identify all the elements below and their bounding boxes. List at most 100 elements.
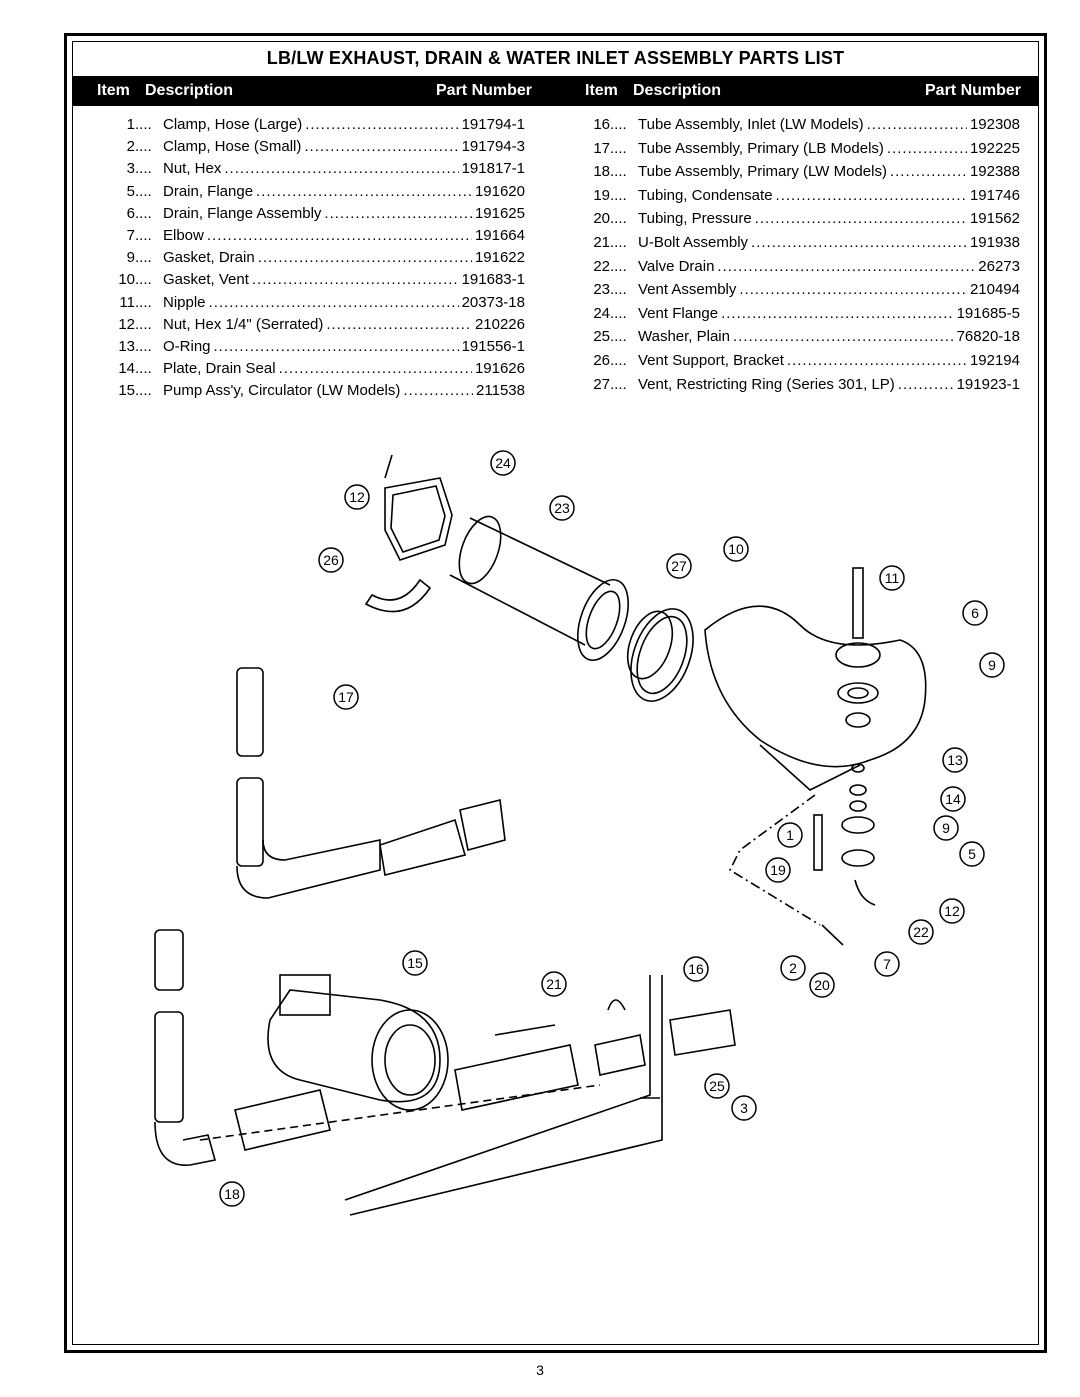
parts-list-row: 20 ....Tubing, Pressure.................… bbox=[570, 210, 1020, 232]
callout-circle bbox=[723, 536, 749, 562]
callout-label: 24 bbox=[495, 455, 511, 471]
leader-dots: ........................................… bbox=[208, 293, 459, 311]
item-description: U-Bolt Assembly bbox=[638, 234, 749, 251]
leader-dots: ........................................… bbox=[866, 116, 967, 133]
item-number: 16 bbox=[593, 116, 610, 133]
item-number: 17 bbox=[593, 139, 610, 157]
parts-list-row: 3 ....Nut, Hex..........................… bbox=[95, 160, 525, 182]
item-part-number: 191626 bbox=[474, 360, 525, 378]
callout-circle bbox=[939, 898, 965, 924]
item-number: 22 bbox=[593, 257, 610, 275]
leader-dots: ........................................… bbox=[206, 227, 472, 244]
parts-list-row: 21 ....U-Bolt Assembly..................… bbox=[570, 234, 1020, 256]
item-part-number: 211538 bbox=[476, 382, 525, 400]
callout-circle bbox=[933, 815, 959, 841]
item-number: 25 bbox=[593, 328, 610, 346]
parts-list-row: 16 ....Tube Assembly, Inlet (LW Models).… bbox=[570, 116, 1020, 138]
parts-list-row: 7 ....Elbow.............................… bbox=[95, 227, 525, 249]
parts-list-row: 5 ....Drain, Flange.....................… bbox=[95, 183, 525, 205]
leader-dots: ........................................… bbox=[786, 352, 967, 369]
callout-label: 17 bbox=[338, 689, 354, 705]
item-leader: .... bbox=[135, 227, 152, 244]
item-leader: .... bbox=[135, 204, 152, 222]
u-bolt-drawing bbox=[607, 999, 626, 1011]
callout-label: 7 bbox=[883, 956, 891, 972]
item-description: Tube Assembly, Primary (LW Models) bbox=[638, 163, 887, 181]
item-number: 15 bbox=[118, 382, 135, 400]
item-leader: .... bbox=[610, 116, 627, 133]
header-description-right: Description bbox=[633, 82, 722, 99]
callout-label: 12 bbox=[349, 489, 365, 505]
leader-dots: ........................................… bbox=[754, 210, 967, 228]
item-part-number: 191817-1 bbox=[461, 160, 525, 178]
elbow-drawing bbox=[854, 879, 876, 906]
item-leader: .... bbox=[135, 382, 152, 400]
leader-dots: ........................................… bbox=[304, 138, 459, 156]
leader-dots: ........................................… bbox=[721, 304, 954, 322]
nipple-drawing bbox=[852, 567, 864, 639]
item-leader: .... bbox=[135, 338, 152, 355]
vent-support-bracket-drawing bbox=[364, 578, 432, 613]
parts-list-row: 17 .... Tube Assembly, Primary (LB Models… bbox=[570, 140, 1020, 162]
callout-label: 13 bbox=[947, 752, 963, 768]
item-number: 12 bbox=[118, 315, 135, 333]
header-item-left: Item bbox=[97, 82, 130, 99]
item-part-number: 192194 bbox=[969, 352, 1020, 369]
drain-pan-drawing bbox=[704, 605, 927, 791]
item-description: Vent Flange bbox=[638, 304, 719, 322]
leader-dots: ........................................… bbox=[739, 281, 967, 299]
item-description: Elbow bbox=[163, 227, 204, 244]
callout-circle bbox=[549, 495, 575, 521]
header-part-number-right: Part Number bbox=[925, 82, 1022, 99]
parts-list-row: 11 ....Nipple...........................… bbox=[95, 294, 525, 316]
item-part-number: 191938 bbox=[969, 234, 1020, 251]
inlet-fitting-drawing bbox=[594, 1034, 646, 1076]
vent-flange-drawing bbox=[384, 477, 453, 561]
item-number: 20 bbox=[593, 210, 610, 228]
page-number: 3 bbox=[536, 1362, 544, 1378]
item-leader: .... bbox=[135, 249, 152, 267]
leader-dots: ........................................… bbox=[213, 338, 459, 355]
callout-circle bbox=[683, 956, 709, 982]
item-description: Gasket, Vent bbox=[163, 271, 249, 289]
item-part-number: 191746 bbox=[969, 186, 1020, 204]
callout-label: 12 bbox=[944, 903, 960, 919]
callout-circle bbox=[780, 955, 806, 981]
parts-list-row: 1 ....Clamp, Hose (Large)...............… bbox=[95, 116, 525, 138]
leader-dots: ........................................… bbox=[403, 382, 473, 400]
item-description: Plate, Drain Seal bbox=[163, 360, 276, 378]
item-leader: .... bbox=[610, 139, 627, 157]
parts-list-row: 19 ....Tubing, Condensate...............… bbox=[570, 187, 1020, 209]
item-description: Nipple bbox=[163, 293, 206, 311]
item-part-number: 191620 bbox=[474, 182, 525, 200]
item-leader: .... bbox=[135, 293, 152, 311]
vent-gasket-drawing bbox=[630, 608, 694, 702]
callout-label: 15 bbox=[407, 955, 423, 971]
page-frame-inner: LB/LW EXHAUST, DRAIN & WATER INLET ASSEM… bbox=[72, 41, 1039, 1345]
item-description: Nut, Hex bbox=[163, 160, 222, 178]
callout-circle bbox=[731, 1095, 757, 1121]
callout-circle bbox=[490, 450, 516, 476]
item-leader: .... bbox=[610, 186, 627, 204]
item-leader: .... bbox=[135, 360, 152, 378]
parts-list-row: 23 ....Vent Assembly....................… bbox=[570, 281, 1020, 303]
callout-label: 11 bbox=[885, 570, 900, 586]
condensate-tubing-drawing bbox=[813, 814, 823, 871]
item-description: Tube Assembly, Primary (LB Models) bbox=[638, 139, 884, 157]
item-description: Pump Ass'y, Circulator (LW Models) bbox=[163, 382, 401, 400]
callout-label: 22 bbox=[913, 924, 929, 940]
parts-list-row: 24 ....Vent Flange......................… bbox=[570, 305, 1020, 327]
callout-circle bbox=[809, 972, 835, 998]
item-number: 10 bbox=[118, 271, 135, 289]
leader-dots: ........................................… bbox=[889, 163, 967, 181]
item-description: Clamp, Hose (Large) bbox=[163, 116, 303, 133]
item-description: Clamp, Hose (Small) bbox=[163, 138, 302, 156]
callout-circle bbox=[962, 600, 988, 626]
item-part-number: 191794-1 bbox=[461, 116, 525, 133]
drain-gasket-drawing bbox=[841, 816, 875, 834]
o-ring-drawing bbox=[851, 763, 865, 773]
item-part-number: 76820-18 bbox=[956, 328, 1020, 346]
callout-label: 16 bbox=[688, 961, 704, 977]
circulator-pump-drawing bbox=[234, 974, 579, 1151]
